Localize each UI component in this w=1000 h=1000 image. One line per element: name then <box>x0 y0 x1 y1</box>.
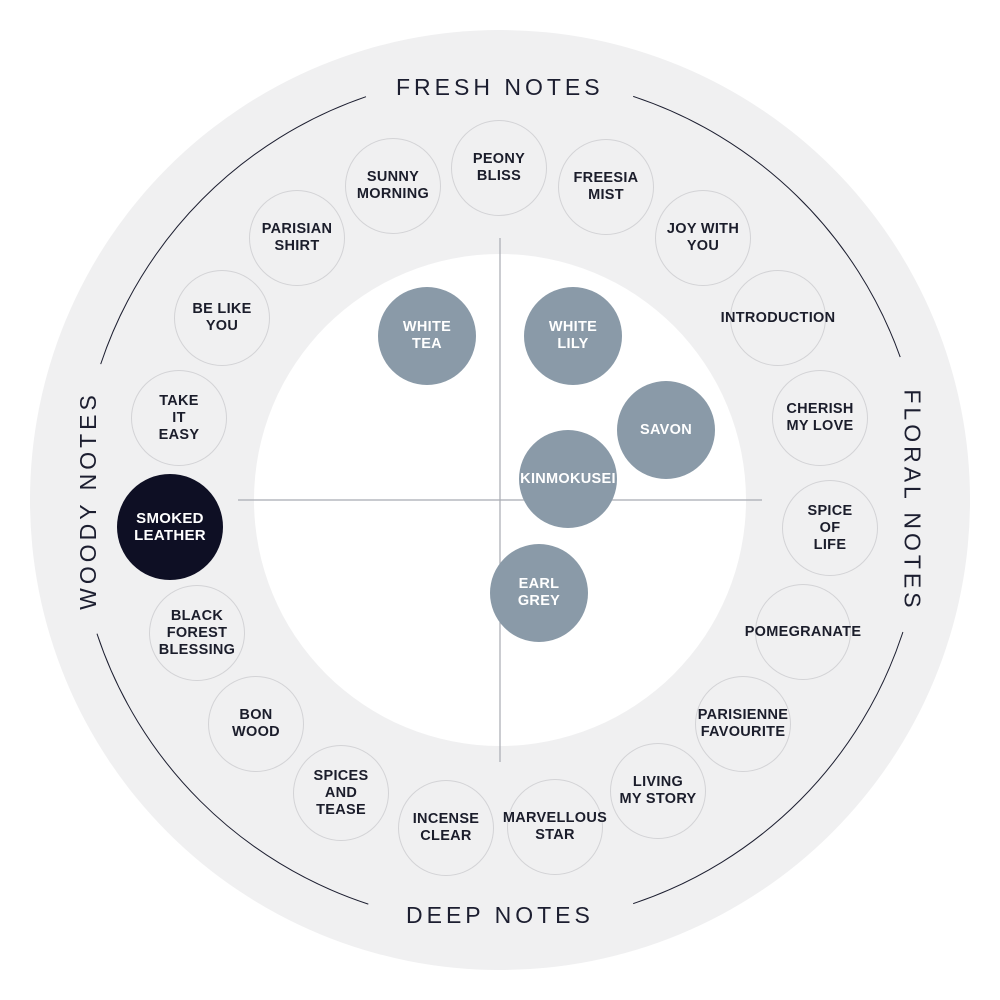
inner-disc <box>254 254 746 746</box>
featured-scent-savon[interactable]: SAVON <box>617 381 715 479</box>
category-label-right: FLORAL NOTES <box>899 388 926 612</box>
scent-introduction[interactable]: INTRODUCTION <box>721 270 835 366</box>
category-label-left: WOODY NOTES <box>74 390 101 610</box>
scent-pomegranate[interactable]: POMEGRANATE <box>745 584 861 680</box>
category-label-bottom: DEEP NOTES <box>406 901 594 928</box>
category-label-top: FRESH NOTES <box>396 73 604 100</box>
featured-scent-kinmokusei[interactable]: KINMOKUSEI <box>519 430 617 528</box>
